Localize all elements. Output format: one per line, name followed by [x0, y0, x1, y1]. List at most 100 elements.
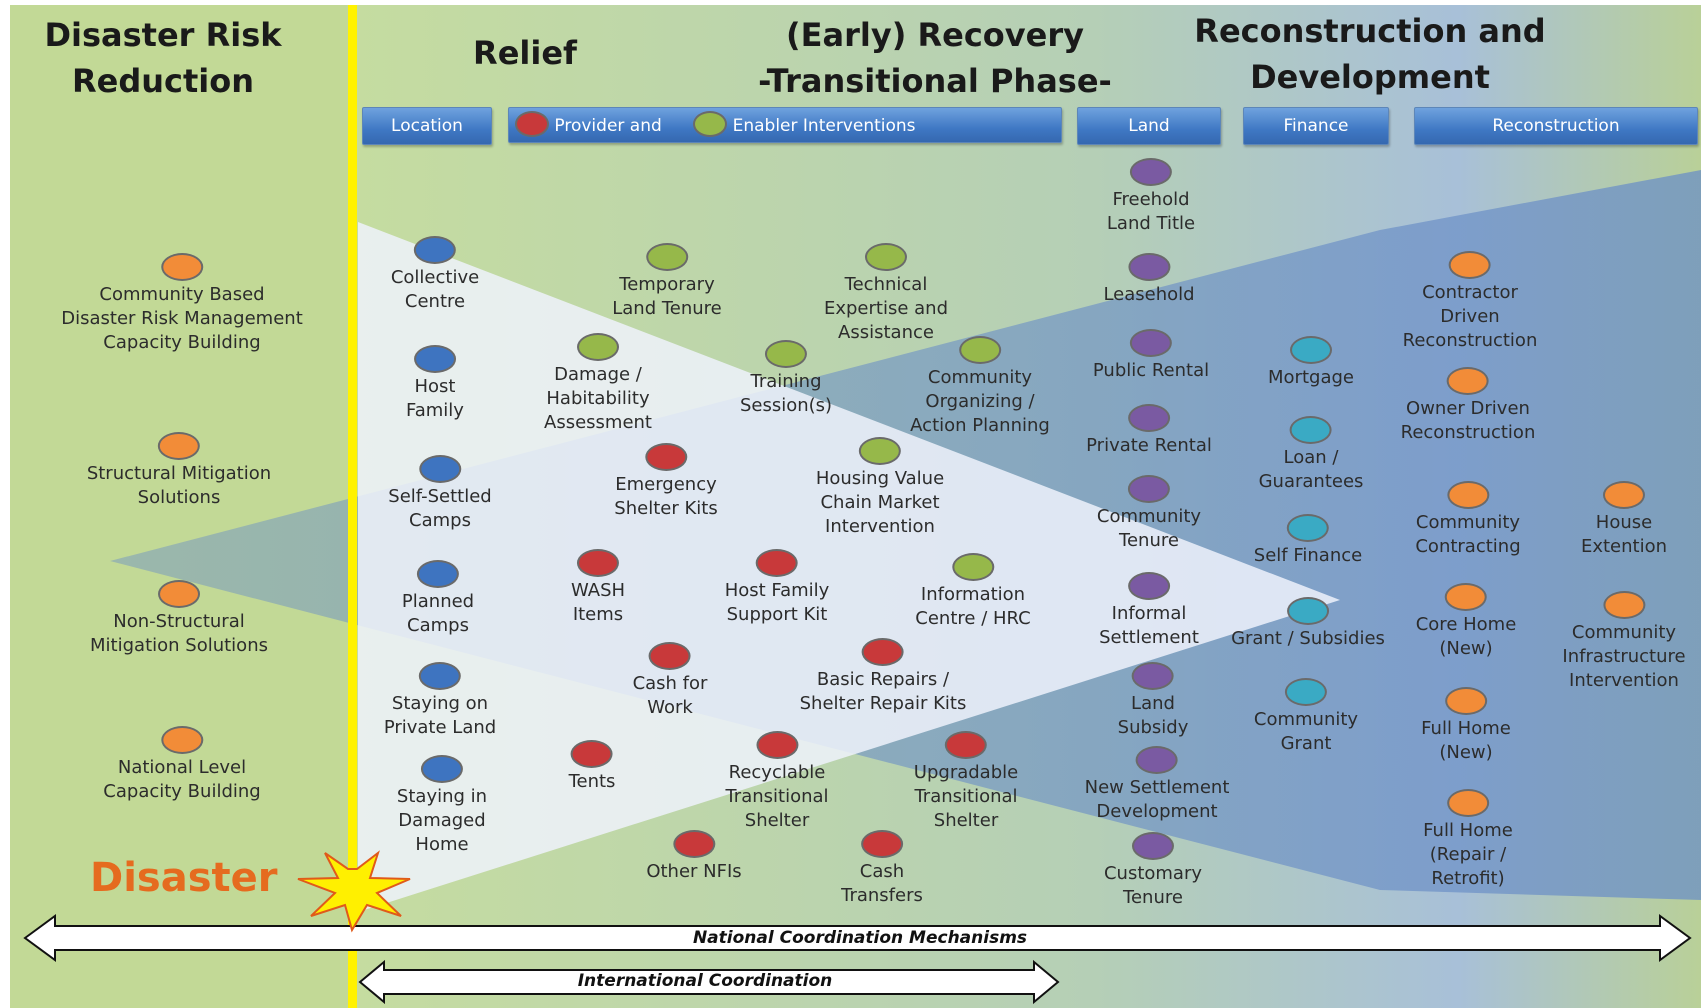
location-circle-icon [413, 345, 456, 373]
node-community-grant: Community Grant [1254, 678, 1358, 756]
land-circle-icon [1136, 746, 1178, 774]
finance-circle-icon [1285, 678, 1327, 706]
orange-circle-icon [1447, 481, 1489, 509]
provider-circle-icon [861, 638, 904, 666]
node-label: Full Home (New) [1421, 718, 1511, 763]
location-circle-icon [420, 755, 463, 783]
location-circle-icon [414, 236, 456, 264]
orange-circle-icon [161, 726, 203, 754]
node-community-contracting: Community Contracting [1415, 481, 1521, 559]
node-label: Cash Transfers [841, 861, 923, 906]
land-header: Land [1077, 107, 1221, 145]
node-label: Tents [568, 771, 616, 792]
node-label: Community Based Disaster Risk Management… [61, 284, 303, 353]
node-recyclable-transitional-shelter: Recyclable Transitional Shelter [725, 731, 829, 833]
node-community-tenure: Community Tenure [1097, 475, 1201, 553]
node-label: Mortgage [1268, 367, 1354, 388]
disaster-label: Disaster [90, 855, 278, 901]
land-circle-icon [1128, 475, 1170, 503]
international-coordination-label: International Coordination [577, 971, 833, 991]
finance-header: Finance [1243, 107, 1389, 145]
node-tents: Tents [568, 740, 616, 794]
node-label: Host Family [406, 376, 464, 421]
node-label: Staying on Private Land [383, 693, 497, 738]
node-house-extention: House Extention [1581, 481, 1667, 559]
node-leasehold: Leasehold [1103, 253, 1195, 307]
node-housing-value-chain-market-intervention: Housing Value Chain Market Intervention [816, 437, 944, 539]
node-informal-settlement: Informal Settlement [1099, 572, 1199, 650]
land-circle-icon [1128, 253, 1170, 281]
node-label: Training Session(s) [739, 371, 833, 416]
orange-circle-icon [1447, 367, 1489, 395]
node-label: Community Contracting [1415, 512, 1521, 557]
national-coordination-arrow [23, 914, 1692, 962]
node-self-finance: Self Finance [1254, 514, 1362, 568]
node-new-settlement-development: New Settlement Development [1085, 746, 1229, 824]
node-label: WASH Items [570, 580, 626, 625]
node-staying-on-private-land: Staying on Private Land [384, 662, 496, 740]
reconstruction-header-label: Reconstruction [1492, 116, 1620, 136]
provider-circle-icon [756, 549, 798, 577]
node-technical-expertise-and-assistance: Technical Expertise and Assistance [824, 243, 948, 345]
node-label: Community Infrastructure Intervention [1562, 622, 1686, 691]
provider-circle-icon [755, 731, 798, 759]
node-label: Loan / Guarantees [1258, 447, 1364, 492]
node-other-nfis: Other NFIs [646, 830, 742, 884]
node-private-rental: Private Rental [1086, 404, 1212, 458]
node-collective-centre: Collective Centre [391, 236, 479, 314]
node-mortgage: Mortgage [1268, 336, 1354, 390]
relief-wedge [358, 222, 1340, 912]
yellow-divider [348, 5, 357, 1008]
node-emergency-shelter-kits: Emergency Shelter Kits [614, 443, 718, 521]
international-coordination-arrow [358, 959, 1060, 1005]
node-label: Community Tenure [1096, 506, 1202, 551]
node-label: Self Finance [1253, 545, 1363, 566]
enabler-dot-icon [693, 111, 728, 137]
relief-title: Relief [473, 34, 577, 72]
node-planned-camps: Planned Camps [402, 560, 474, 638]
node-public-rental: Public Rental [1093, 329, 1209, 383]
node-land-subsidy: Land Subsidy [1117, 662, 1189, 740]
provider-circle-icon [570, 740, 613, 768]
finance-circle-icon [1286, 514, 1329, 542]
recovery-title: (Early) Recovery -Transitional Phase- [758, 16, 1112, 100]
node-label: Temporary Land Tenure [612, 274, 722, 319]
location-circle-icon [419, 455, 461, 483]
node-damage-habitability-assessment: Damage / Habitability Assessment [544, 333, 652, 435]
node-label: Private Rental [1086, 435, 1212, 456]
land-circle-icon [1127, 572, 1170, 600]
orange-circle-icon [1444, 583, 1487, 611]
orange-circle-icon [1602, 591, 1645, 619]
node-core-home-new: Core Home (New) [1416, 583, 1516, 661]
orange-circle-icon [1446, 789, 1489, 817]
node-self-settled-camps: Self-Settled Camps [388, 455, 492, 533]
node-cash-for-work: Cash for Work [633, 642, 707, 720]
land-circle-icon [1129, 158, 1172, 186]
node-structural-mitigation-solutions: Structural Mitigation Solutions [87, 432, 271, 510]
node-label: Recyclable Transitional Shelter [725, 762, 829, 831]
location-header-label: Location [391, 116, 463, 136]
node-label: Host Family Support Kit [724, 580, 830, 625]
land-circle-icon [1129, 329, 1172, 357]
provider-circle-icon [577, 549, 619, 577]
node-label: Land Subsidy [1117, 693, 1189, 738]
node-label: Community Organizing / Action Planning [910, 367, 1050, 436]
disaster-burst-icon [297, 850, 411, 933]
provider-circle-icon [860, 830, 903, 858]
enabler-circle-icon [646, 243, 688, 271]
node-full-home-repair-retrofit: Full Home (Repair / Retrofit) [1423, 789, 1513, 891]
node-label: Other NFIs [646, 861, 742, 882]
node-label: Public Rental [1092, 360, 1210, 381]
land-circle-icon [1128, 404, 1170, 432]
node-label: Damage / Habitability Assessment [544, 364, 652, 433]
node-upgradable-transitional-shelter: Upgradable Transitional Shelter [914, 731, 1018, 833]
node-customary-tenure: Customary Tenure [1104, 832, 1202, 910]
enabler-circle-icon [958, 336, 1001, 364]
node-label: Staying in Damaged Home [396, 786, 488, 855]
reconstruction-title: Reconstruction and Development [1194, 12, 1546, 96]
node-community-infrastructure-intervention: Community Infrastructure Intervention [1562, 591, 1686, 693]
node-non-structural-mitigation-solutions: Non-Structural Mitigation Solutions [90, 580, 268, 658]
node-contractor-driven-reconstruction: Contractor Driven Reconstruction [1403, 251, 1537, 353]
node-label: Non-Structural Mitigation Solutions [90, 611, 268, 656]
